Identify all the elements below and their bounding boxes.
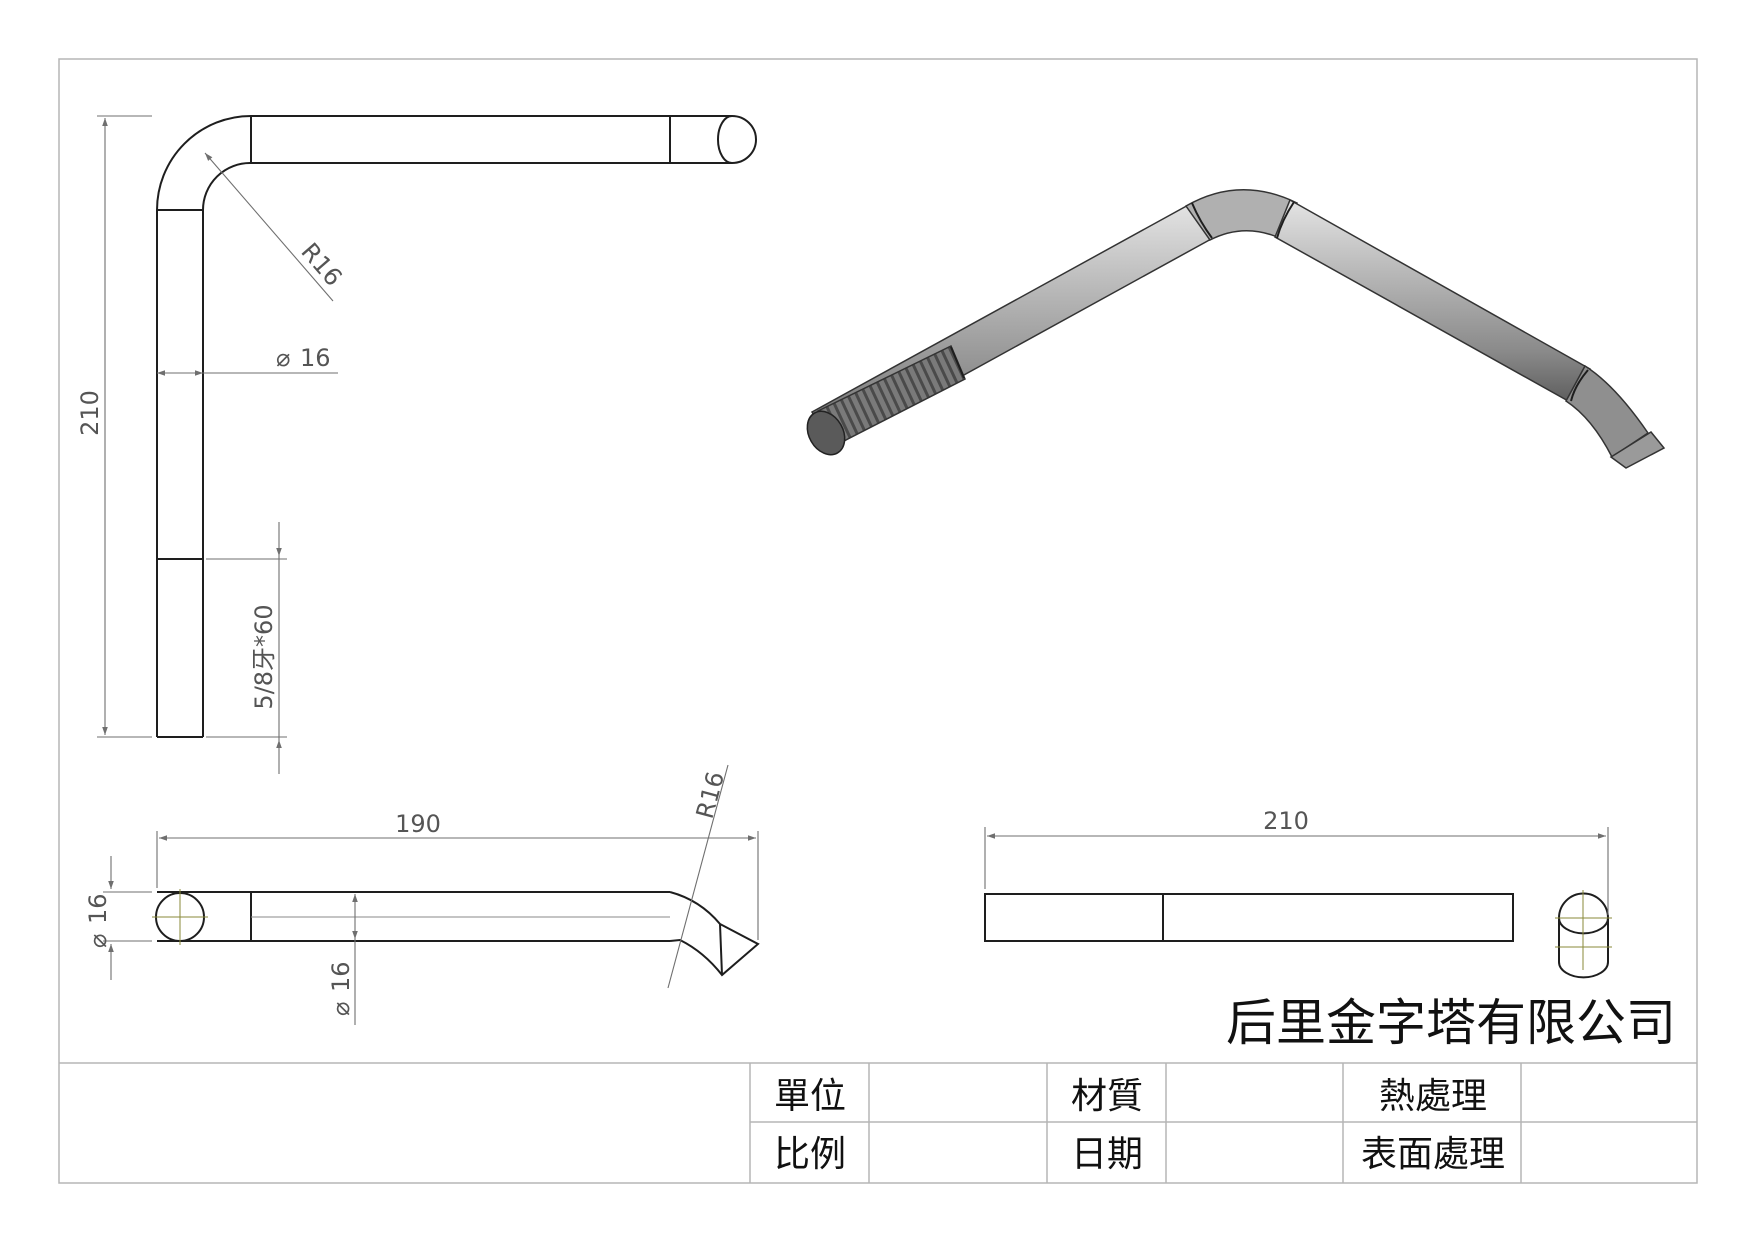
top-view-bottom-diameter-symbol: ⌀ [327,1002,355,1016]
top-view-end-bend [669,891,760,977]
title-block-material-label: 材質 [1071,1076,1143,1117]
title-block-scale-label: 比例 [774,1134,846,1175]
title-block-heat-treatment-label: 熱處理 [1379,1076,1487,1117]
top-view-rod-outline [157,891,670,942]
isometric-rod-end-cap [806,410,846,456]
front-view: 210 [984,807,1612,979]
side-view-diameter-dimension: 16 [300,344,331,372]
title-block-date-label: 日期 [1071,1134,1143,1175]
side-view-diameter-symbol: ⌀ [276,344,290,372]
isometric-rod-bend [1184,188,1298,241]
isometric-view [806,188,1666,469]
side-view-radius-dimension: R16 [295,238,347,292]
top-view: 190 R16 ⌀ 16 ⌀ 16 [84,764,760,1025]
front-view-rod [984,893,1514,942]
top-view-left-diameter-symbol: ⌀ [84,934,112,948]
title-block: 單位 材質 熱處理 比例 日期 表面處理 [59,1062,1697,1183]
side-view-rod-outline [156,115,670,738]
side-view-height-dimension: 210 [76,390,104,436]
front-view-length-dimension: 210 [1263,807,1309,835]
side-view: 210 R16 ⌀ 16 5/8牙*60 [76,115,757,774]
isometric-rod-right-arm [1274,198,1592,404]
top-view-bottom-diameter-dimension: 16 [327,961,355,992]
title-block-surface-treatment-label: 表面處理 [1361,1134,1505,1175]
top-view-left-diameter-dimension: 16 [84,893,112,924]
side-view-end-cap [670,115,757,164]
isometric-rod-end-face [1609,431,1666,469]
drawing-border [58,58,1698,1184]
side-view-thread-dimension: 5/8牙*60 [250,604,278,709]
top-view-length-dimension: 190 [395,810,441,838]
title-block-unit-label: 單位 [774,1076,846,1117]
top-view-radius-dimension: R16 [691,769,730,822]
company-name: 后里金字塔有限公司 [1226,994,1676,1052]
